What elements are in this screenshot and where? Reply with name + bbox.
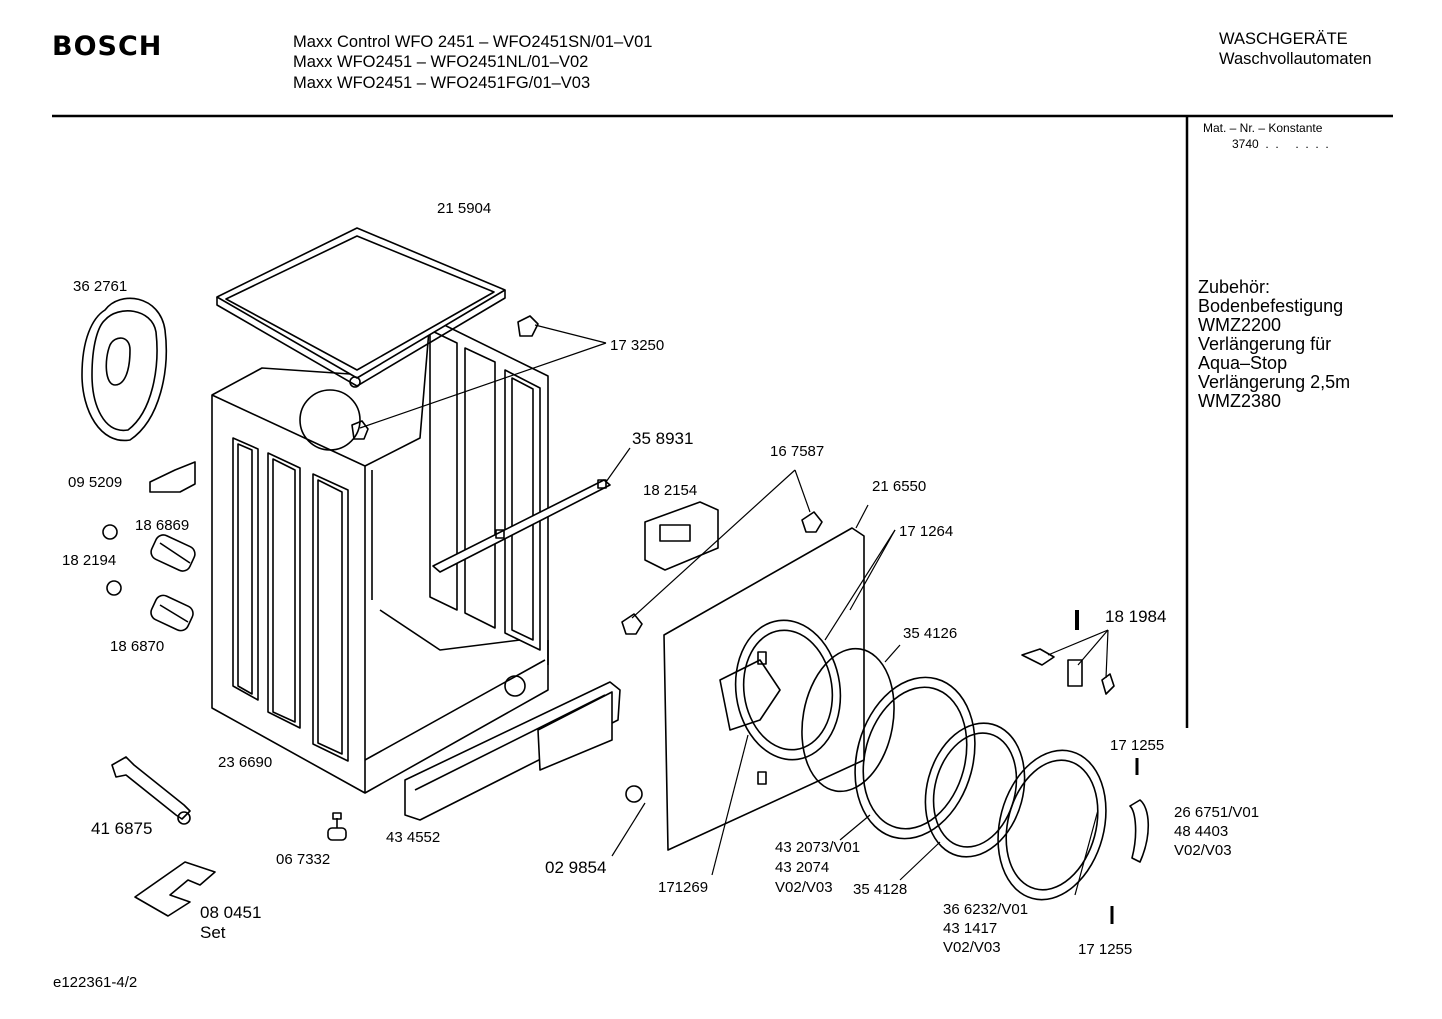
shock-absorber bbox=[150, 534, 196, 572]
door-frame-inner bbox=[854, 676, 976, 840]
brand-logo: BOSCH bbox=[52, 31, 163, 62]
part-label: 21 6550 bbox=[872, 478, 927, 495]
door-outer-ring bbox=[997, 749, 1107, 901]
foot-cap bbox=[106, 580, 122, 596]
cabinet-housing bbox=[211, 317, 549, 794]
control-panel-fascia bbox=[404, 681, 621, 821]
accessory-line: Zubehör: bbox=[1198, 277, 1271, 297]
part-label: 18 6870 bbox=[110, 638, 165, 655]
top-cover bbox=[216, 227, 506, 388]
shock-absorber bbox=[150, 594, 194, 632]
category-title: WASCHGERÄTE bbox=[1219, 30, 1348, 48]
part-label: 48 4403 bbox=[1174, 823, 1229, 840]
part-label: 35 4126 bbox=[903, 625, 958, 642]
model-line-1: Maxx Control WFO 2451 – WFO2451SN/01–V01 bbox=[293, 33, 653, 51]
mat-number-header: Mat. – Nr. – Konstante bbox=[1203, 121, 1323, 135]
front-panel bbox=[663, 527, 865, 851]
category-subtitle: Waschvollautomaten bbox=[1219, 50, 1372, 68]
part-label: 21 5904 bbox=[437, 200, 492, 217]
part-label: 43 4552 bbox=[386, 829, 441, 846]
top-clip bbox=[351, 420, 369, 440]
part-label: 35 8931 bbox=[632, 429, 694, 448]
model-line-2: Maxx WFO2451 – WFO2451NL/01–V02 bbox=[293, 53, 589, 71]
part-label: 08 0451 bbox=[200, 903, 262, 922]
door-handle bbox=[1129, 799, 1150, 863]
door-glass bbox=[801, 647, 895, 793]
part-label: 43 1417 bbox=[943, 920, 998, 937]
part-label: 16 7587 bbox=[770, 443, 825, 460]
accessory-line: Verlängerung 2,5m bbox=[1198, 372, 1351, 392]
rear-cover bbox=[81, 297, 168, 442]
part-label: 17 1264 bbox=[899, 523, 954, 540]
part-label: 06 7332 bbox=[276, 851, 331, 868]
foot-cap bbox=[102, 524, 118, 540]
door-lock bbox=[644, 501, 719, 571]
part-label: 43 2073/V01 bbox=[775, 839, 861, 856]
part-label: 02 9854 bbox=[545, 858, 607, 877]
part-label: 18 6869 bbox=[135, 517, 190, 534]
part-label: 36 6232/V01 bbox=[943, 901, 1029, 918]
part-label: 18 2154 bbox=[643, 482, 698, 499]
part-label: V02/V03 bbox=[1174, 842, 1232, 859]
part-label: 17 1255 bbox=[1078, 941, 1133, 958]
part-label: 17 3250 bbox=[610, 337, 665, 354]
part-label: 36 2761 bbox=[73, 278, 128, 295]
mat-number-value: 3740 . . . . . . bbox=[1232, 137, 1329, 151]
hinge-part bbox=[1067, 659, 1083, 687]
part-label: V02/V03 bbox=[943, 939, 1001, 956]
part-label: 18 2194 bbox=[62, 552, 117, 569]
base-plate bbox=[134, 861, 216, 917]
part-label: 17 1255 bbox=[1110, 737, 1165, 754]
part-label: 23 6690 bbox=[218, 754, 273, 771]
leader-lines bbox=[359, 324, 1109, 896]
clip bbox=[621, 613, 643, 635]
part-label: 171269 bbox=[658, 879, 709, 896]
top-clip bbox=[517, 315, 539, 337]
accessory-line: Bodenbefestigung bbox=[1198, 296, 1344, 316]
part-label: Set bbox=[200, 923, 226, 942]
model-line-3: Maxx WFO2451 – WFO2451FG/01–V03 bbox=[293, 74, 591, 92]
part-label: V02/V03 bbox=[775, 879, 833, 896]
accessories-list: Zubehör: Bodenbefestigung WMZ2200 Verlän… bbox=[1198, 278, 1350, 411]
hose-bracket bbox=[149, 461, 196, 493]
part-label: 35 4128 bbox=[853, 881, 908, 898]
spanner-tool bbox=[111, 756, 191, 825]
accessory-line: WMZ2380 bbox=[1198, 391, 1282, 411]
accessory-line: Verlängerung für bbox=[1198, 334, 1332, 354]
clip bbox=[801, 511, 823, 533]
part-label: 43 2074 bbox=[775, 859, 830, 876]
part-label: 41 6875 bbox=[91, 819, 153, 838]
hinge-part bbox=[1021, 648, 1055, 666]
crossbar bbox=[432, 479, 611, 573]
adjustable-foot bbox=[327, 812, 347, 841]
accessory-line: WMZ2200 bbox=[1198, 315, 1282, 335]
part-label: 09 5209 bbox=[68, 474, 123, 491]
plug bbox=[625, 785, 643, 803]
part-label: 18 1984 bbox=[1105, 607, 1167, 626]
accessory-line: Aqua–Stop bbox=[1198, 353, 1288, 373]
drawing-id: e122361-4/2 bbox=[53, 974, 138, 991]
hinge-part bbox=[1101, 673, 1115, 695]
part-label: 26 6751/V01 bbox=[1174, 804, 1260, 821]
